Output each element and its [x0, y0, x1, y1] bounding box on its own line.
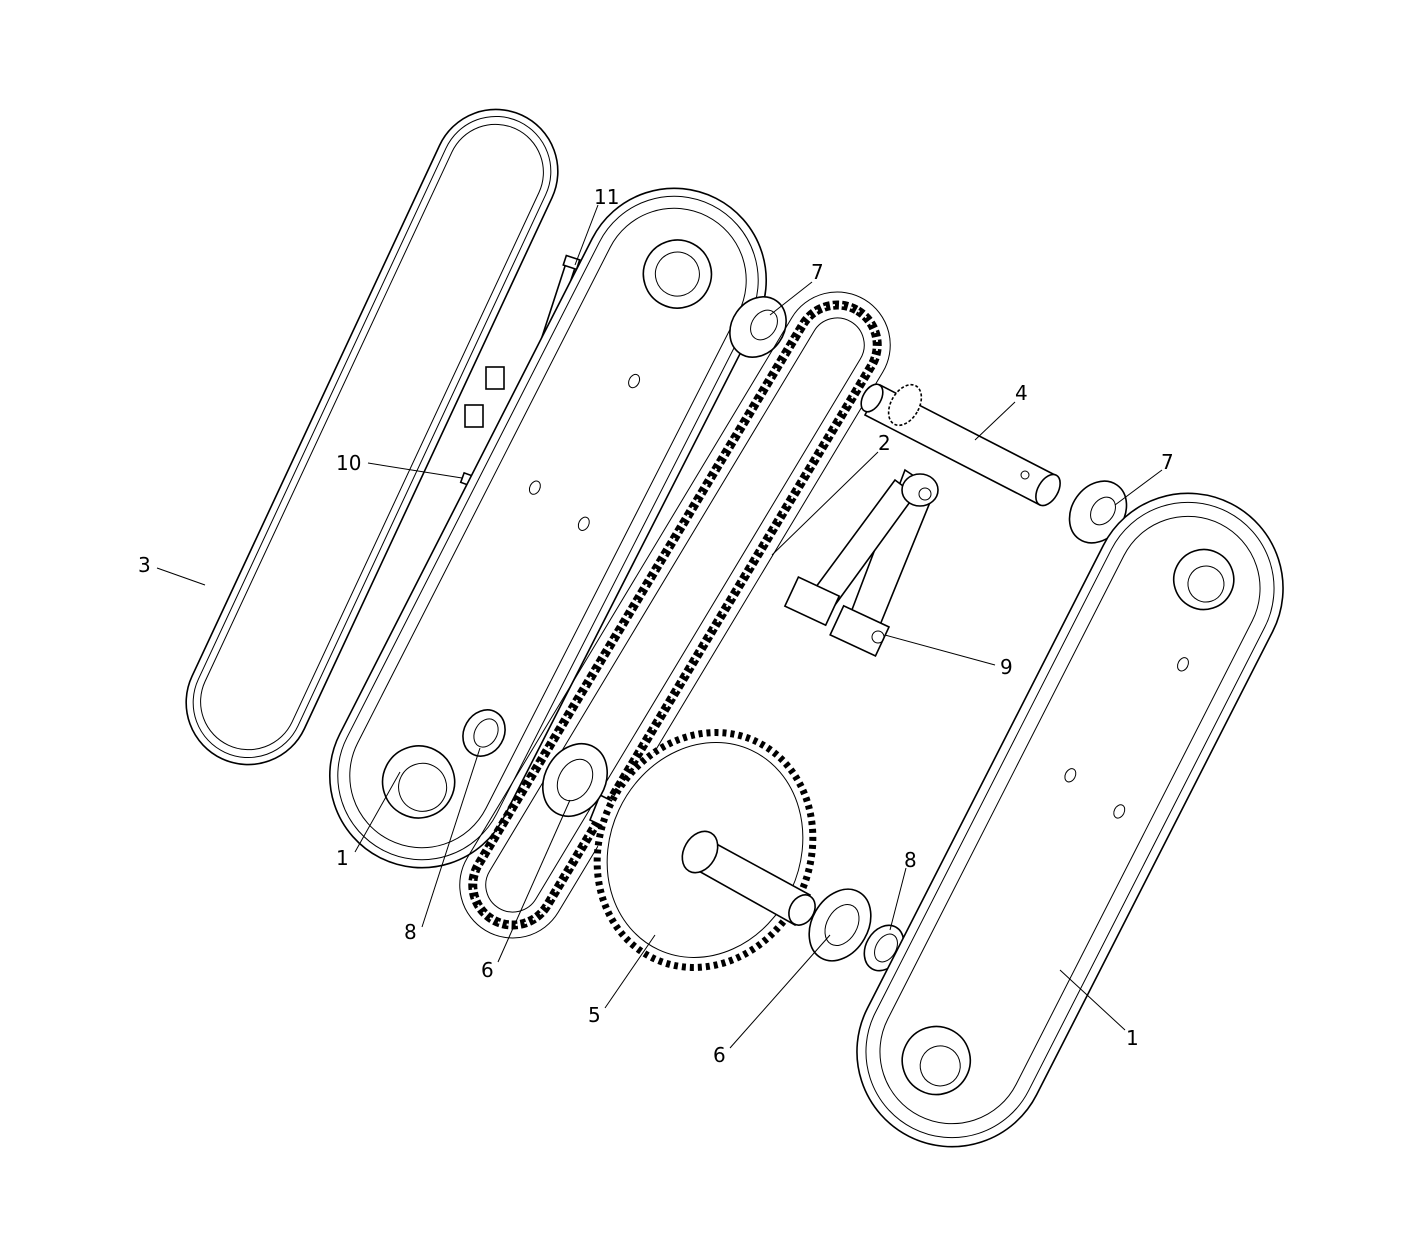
- plate-right-part-1: [856, 492, 1284, 1148]
- callout-1-right: 1: [1126, 1026, 1139, 1050]
- bearing-top-part-7: [729, 296, 787, 358]
- cover-plate-left-part-1: [328, 187, 768, 869]
- callout-6-left: 6: [481, 958, 494, 982]
- callout-5: 5: [588, 1003, 601, 1027]
- callout-7-top: 7: [811, 260, 824, 284]
- arm-part-9: [783, 468, 939, 658]
- sprocket-part-5: [593, 729, 817, 971]
- callout-11: 11: [594, 185, 619, 209]
- clip-block: [464, 404, 484, 428]
- callout-10: 10: [336, 451, 361, 475]
- callout-6-right: 6: [713, 1043, 726, 1067]
- callout-8-right: 8: [904, 848, 917, 872]
- callout-labels: 11 7 4 7 2 10 3 9 1 8 6 5 6 8 1: [138, 185, 1174, 1067]
- callout-1-left: 1: [336, 846, 349, 870]
- callout-7-right: 7: [1161, 450, 1174, 474]
- shaft-part-4: [860, 383, 1061, 507]
- callout-9: 9: [1000, 655, 1013, 679]
- belt-gasket-part-3: [185, 108, 559, 766]
- bearing-right-part-6: [808, 888, 872, 962]
- callout-2: 2: [878, 431, 891, 455]
- washer-left-part-8: [462, 709, 506, 757]
- callout-8-left: 8: [404, 920, 417, 944]
- clip-block: [485, 366, 505, 390]
- leader-lines: [156, 204, 1163, 1049]
- callout-4: 4: [1015, 381, 1028, 405]
- bearing-right-part-7: [1068, 480, 1128, 544]
- callout-3: 3: [138, 553, 151, 577]
